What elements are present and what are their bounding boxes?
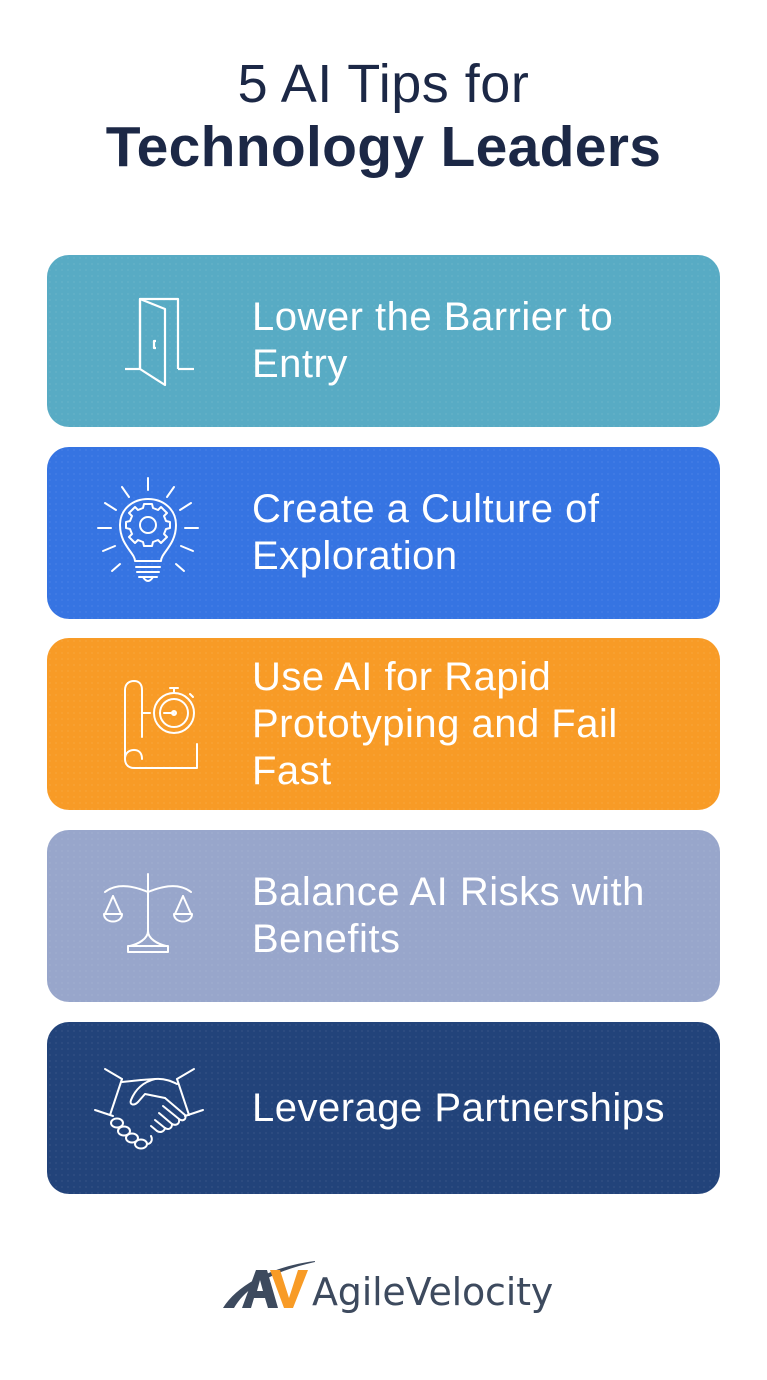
tip-label: Lower the Barrier to Entry [252,295,614,386]
handshake-icon [93,1048,213,1168]
tip-card-lower-barrier: Lower the Barrier to Entry [47,255,720,427]
tip-card-balance-risks: Balance AI Risks with Benefits [47,830,720,1002]
tip-label: Leverage Partnerships [252,1085,665,1130]
tip-label: Create a Culture of Exploration [252,487,600,578]
page-title: 5 AI Tips for Technology Leaders [0,52,767,180]
tip-card-rapid-prototyping: Use AI for Rapid Prototyping and Fail Fa… [47,638,720,810]
tip-label: Balance AI Risks with Benefits [252,870,645,961]
av-logo-mark-icon [223,1261,315,1308]
title-line-1: 5 AI Tips for [237,54,530,114]
balance-scale-icon [93,856,213,976]
title-line-2: Technology Leaders [105,115,662,179]
agile-velocity-logo: AgileVelocity [220,1256,554,1316]
tip-card-leverage-partnerships: Leverage Partnerships [47,1022,720,1194]
logo-text: AgileVelocity [312,1270,554,1314]
open-door-icon [93,281,213,401]
tip-label: Use AI for Rapid Prototyping and Fail Fa… [252,654,618,793]
tip-card-culture-exploration: Create a Culture of Exploration [47,447,720,619]
blueprint-stopwatch-icon [93,664,213,784]
lightbulb-gear-icon [93,473,213,593]
